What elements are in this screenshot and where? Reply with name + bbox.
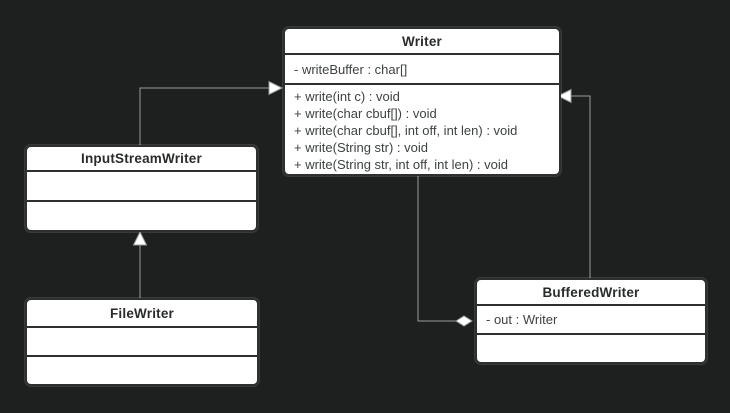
edge-bufferedwriter-writer[interactable]: [570, 95, 591, 278]
class-writer-attributes: - writeBuffer : char[]: [285, 53, 559, 83]
class-bufferedwriter[interactable]: BufferedWriter - out : Writer: [475, 278, 707, 364]
class-writer-title: Writer: [402, 33, 442, 49]
class-writer[interactable]: Writer - writeBuffer : char[] + write(in…: [283, 27, 561, 176]
generalization-triangle-icon[interactable]: [132, 230, 148, 246]
class-bufferedwriter-attributes: - out : Writer: [477, 304, 705, 333]
class-filewriter-methods: [27, 355, 257, 384]
class-writer-methods: + write(int c) : void + write(char cbuf[…: [285, 83, 559, 174]
class-filewriter-attributes: [27, 326, 257, 355]
class-filewriter-title: FileWriter: [109, 305, 174, 321]
class-inputstreamwriter[interactable]: InputStreamWriter: [25, 145, 258, 232]
class-bufferedwriter-title: BufferedWriter: [542, 284, 640, 300]
class-bufferedwriter-methods: [477, 333, 705, 362]
method-line: + write(int c) : void: [294, 89, 400, 104]
class-filewriter[interactable]: FileWriter: [25, 298, 259, 386]
attribute-line: - out : Writer: [486, 312, 558, 327]
class-inputstreamwriter-title: InputStreamWriter: [81, 151, 202, 166]
attribute-line: - writeBuffer : char[]: [294, 61, 408, 77]
generalization-triangle-icon[interactable]: [268, 80, 284, 96]
method-line: + write(char cbuf[]) : void: [294, 106, 437, 121]
class-inputstreamwriter-methods: [27, 200, 256, 230]
edge-bufferedwriter-aggregates-writer[interactable]: [417, 172, 456, 322]
edge-inputstreamwriter-writer[interactable]: [139, 87, 269, 145]
generalization-triangle-icon[interactable]: [556, 88, 572, 104]
class-inputstreamwriter-attributes: [27, 170, 256, 200]
aggregation-diamond-icon[interactable]: [455, 315, 473, 327]
method-line: + write(char cbuf[], int off, int len) :…: [294, 123, 518, 138]
method-line: + write(String str, int off, int len) : …: [294, 157, 508, 172]
method-line: + write(String str) : void: [294, 140, 429, 155]
